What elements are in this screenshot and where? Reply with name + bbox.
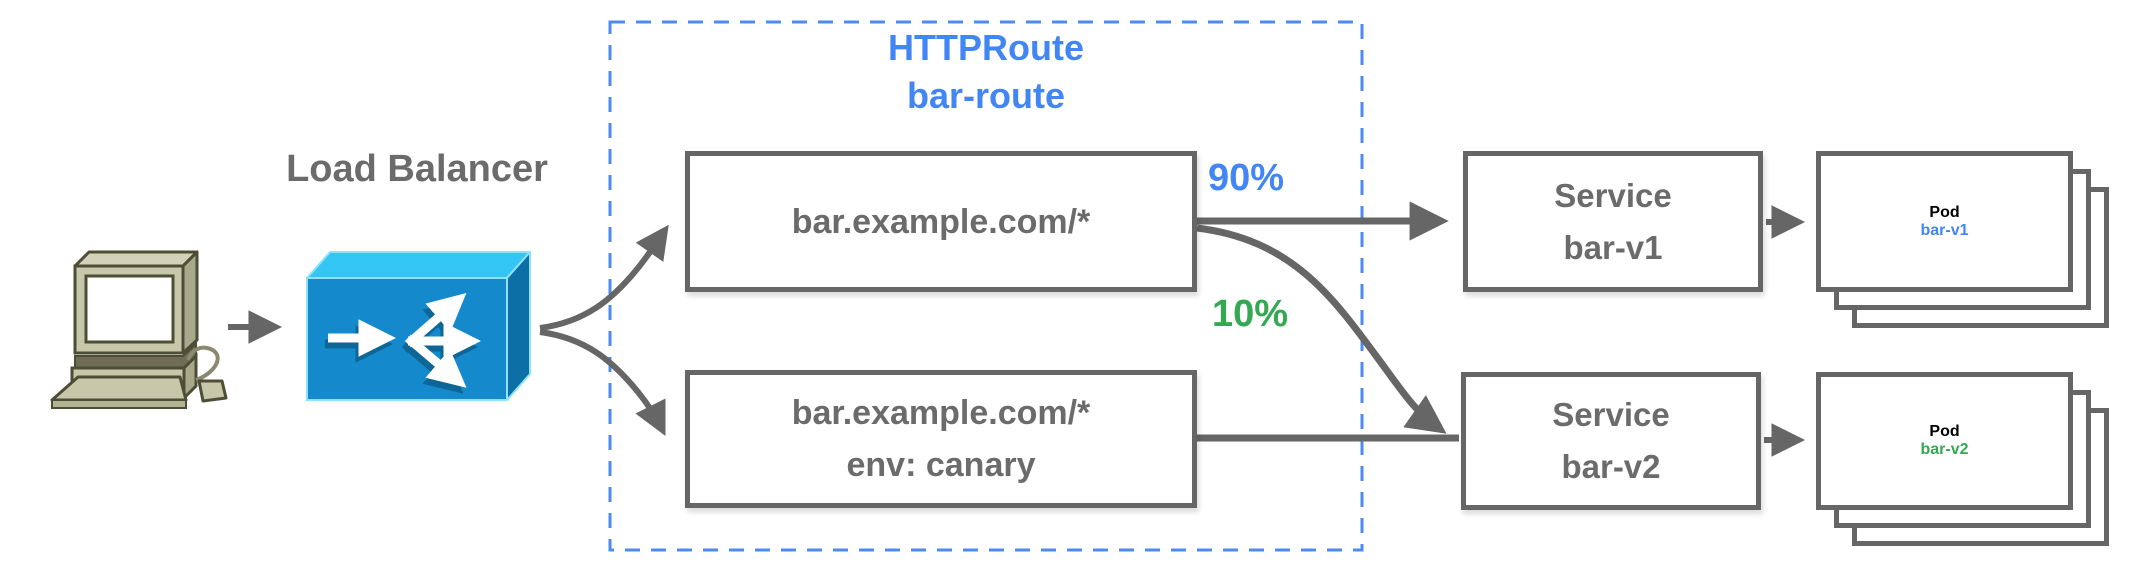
arrow-lb-to-primary-rule [539,224,669,331]
httproute-group-border [608,20,1364,552]
pod-v2-stack: Pod bar-v2 [1816,372,2109,546]
pod-v2-kind-label: Pod [1929,423,1960,440]
service-v2-kind-label: Service [1552,396,1670,433]
service-v1-kind-label: Service [1554,176,1672,214]
pod-v1-stack: Pod bar-v1 [1816,151,2109,328]
service-v2-name-label: bar-v2 [1561,448,1661,485]
httproute-kind-label: HTTPRoute [888,27,1084,68]
route-rule-canary-box: bar.example.com/* env: canary [685,370,1197,508]
pod-v1-box: Pod bar-v1 [1816,151,2073,292]
pod-v2-box: Pod bar-v2 [1816,372,2073,510]
route-rule-canary-header: env: canary [846,446,1036,484]
route-rule-canary-match: bar.example.com/* [791,394,1091,432]
pod-v1-kind-label: Pod [1929,203,1960,221]
desktop-computer-icon [50,250,228,409]
load-balancer-box-icon [306,251,531,401]
route-rule-primary-box: bar.example.com/* [685,151,1197,292]
route-rule-primary-match: bar.example.com/* [791,202,1091,241]
lb-fan-down-arrow [405,334,467,388]
service-v1-name-label: bar-v1 [1563,228,1663,266]
httproute-name-label: bar-route [906,75,1065,116]
arrow-10-to-service-v2 [1196,224,1447,434]
weight-90-label: 90% [1208,157,1285,199]
arrow-lb-to-canary-rule [539,329,666,437]
service-v1-box: Service bar-v1 [1463,151,1763,292]
pod-v2-name-label: bar-v2 [1920,441,1969,458]
pod-v1-name-label: bar-v1 [1920,221,1969,239]
weight-10-label: 10% [1212,293,1289,335]
service-v2-box: Service bar-v2 [1461,372,1761,510]
load-balancer-label: Load Balancer [286,148,548,190]
httproute-title: HTTPRoute bar-route [786,24,1186,120]
